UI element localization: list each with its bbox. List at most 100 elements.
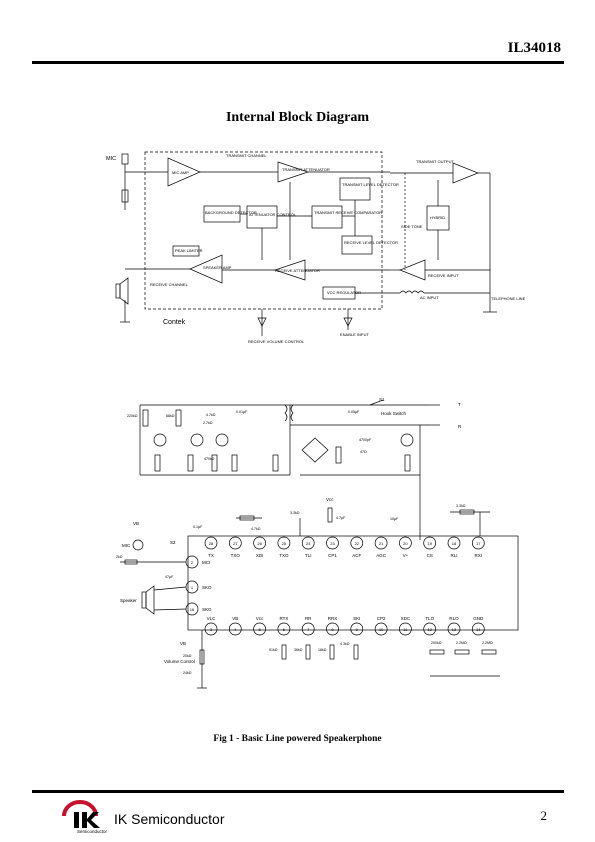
pin-number: 28: [209, 541, 214, 546]
transistor: [190, 433, 204, 447]
receive-level-detector-box: [341, 235, 373, 255]
pin-number: 8: [331, 627, 334, 632]
pin-circle: [277, 622, 291, 636]
pin-label: CS: [427, 553, 433, 558]
transformer: [284, 404, 288, 422]
speaker-amp-triangle: [189, 254, 223, 284]
bd-enable-input-label: ENABLE INPUT: [340, 332, 369, 337]
pin-label: AGC: [376, 553, 387, 558]
pin-label: RLO: [449, 616, 459, 621]
hook-switch-label: Hook Switch: [381, 411, 407, 416]
pin-label: RR: [305, 616, 312, 621]
bd-transmit-attenuator-label: TRANSMIT ATTENUATOR: [282, 167, 330, 172]
component-value: 91kΩ: [269, 648, 278, 652]
resistor: [335, 446, 342, 464]
pin-number: 19: [427, 541, 432, 546]
pin-number: 9: [356, 627, 359, 632]
component-value: 68kΩ: [166, 414, 175, 418]
transistor: [215, 433, 229, 447]
bd-receive-input-label: RECEIVE INPUT: [428, 273, 459, 278]
pin-circle: [350, 622, 364, 636]
pin-label: TX: [208, 553, 214, 558]
volume-control-label: Volume Control: [164, 659, 195, 664]
component-value: 4700pF: [359, 438, 372, 442]
pin-label: SKO: [202, 585, 212, 590]
component-value: 200kΩ: [431, 641, 442, 645]
pin-circle: [374, 536, 388, 550]
pin-label: TLO: [425, 616, 434, 621]
pin-circle: [399, 622, 412, 636]
pin-number: 12: [427, 627, 432, 632]
pin-number: 7: [307, 627, 310, 632]
logo-arc: [62, 800, 98, 817]
pin-label: SKG: [202, 607, 212, 612]
resistor: [281, 644, 287, 660]
pin-label: VLC: [207, 616, 217, 621]
resistor: [305, 644, 311, 660]
pin-circle: [447, 622, 461, 636]
resistor: [124, 559, 138, 565]
mic-symbol: [132, 539, 144, 551]
pin-label: RTX: [279, 616, 288, 621]
pin-number: 27: [233, 541, 238, 546]
pin-label: Vcc: [256, 616, 264, 621]
component-value: 47Ω: [360, 450, 367, 454]
tip-label: T: [458, 402, 461, 407]
bd-mic-label: MIC: [106, 156, 116, 162]
resistor: [175, 409, 182, 427]
pin-label: CP1: [328, 553, 337, 558]
resistor: [459, 509, 475, 515]
resistor: [211, 454, 218, 472]
resistor: [429, 649, 445, 655]
transistor: [400, 433, 414, 447]
component-value: 2.7kΩ: [203, 421, 213, 425]
component-value: 220kΩ: [127, 414, 138, 418]
pin-circle: [447, 536, 461, 550]
pin-circle: [423, 536, 437, 550]
component-value: 3.3kΩ: [456, 504, 466, 508]
pin-number: 4: [234, 627, 237, 632]
component-value: 0.01µF: [236, 410, 248, 414]
resistor: [327, 507, 333, 523]
vb-label-2: VB: [180, 641, 186, 646]
component-value: 47µF: [165, 575, 174, 579]
pin-circle: [204, 536, 218, 550]
pin-label: V+: [403, 553, 409, 558]
bd-transmit-channel-label: TRANSMIT CHANNEL: [226, 153, 267, 158]
bd-background-detector-label: BACKGROUND DETECTOR: [205, 210, 257, 215]
mic-label: MIC: [122, 543, 131, 548]
component-value: 20kΩ: [183, 654, 192, 658]
page-number: 2: [540, 808, 548, 823]
pin-label: VB: [232, 616, 238, 621]
pin-number: 26: [257, 541, 262, 546]
peak-limiter-box: [172, 245, 200, 257]
component-value: 18kΩ: [318, 648, 327, 652]
bd-hybrid-label: HYBRID: [430, 215, 445, 220]
resistor: [272, 454, 279, 472]
pin-label: ACF: [352, 553, 361, 558]
company-name: IK Semiconductor: [114, 811, 225, 827]
mic-amp-triangle: [167, 157, 201, 187]
bd-speaker-amp-label: SPEAKER AMP: [203, 265, 232, 270]
resistor: [187, 454, 194, 472]
transistor: [153, 433, 167, 447]
page-title: Internal Block Diagram: [225, 110, 370, 125]
ring-label: R: [458, 424, 462, 429]
pin-circle: [301, 622, 315, 636]
component-value: 10µF: [390, 517, 399, 521]
pin-label: RXI: [475, 553, 483, 558]
pin-circle: [423, 622, 437, 636]
resistor: [353, 644, 359, 660]
pin-number: 5: [258, 627, 261, 632]
pin-circle: [374, 622, 388, 636]
component-value: 470kΩ: [204, 457, 215, 461]
component-value: 0.05µF: [348, 410, 360, 414]
resistor: [154, 454, 161, 472]
resistor: [142, 409, 149, 427]
pin-circle: [277, 536, 291, 550]
component-value: 24kΩ: [183, 671, 192, 675]
ik-logo: [62, 800, 100, 828]
pin-label: MCI: [202, 560, 210, 565]
bd-comparator-label: TRANSMIT RECEIVE COMPARATOR: [314, 210, 382, 215]
